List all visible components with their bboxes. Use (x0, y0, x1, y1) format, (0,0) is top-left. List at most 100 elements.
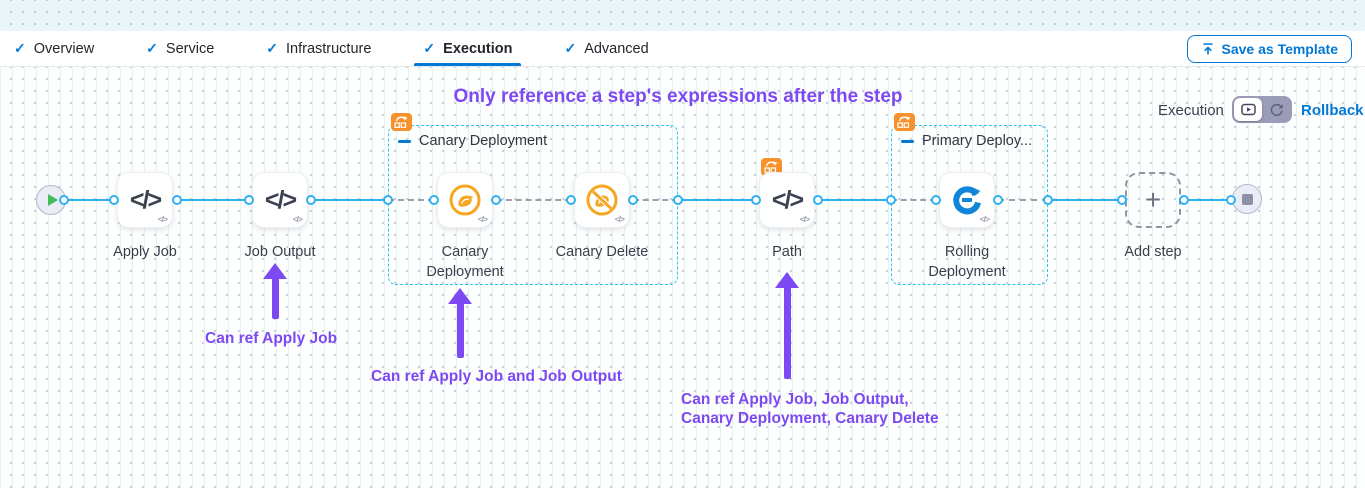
pipeline-start-node (36, 185, 66, 215)
step-label-canary-deployment: Canary Deployment (426, 244, 504, 280)
add-step-button[interactable]: + (1125, 172, 1181, 228)
step-group-canary-deployment[interactable] (388, 125, 678, 285)
connector-port (1226, 195, 1236, 205)
mini-code-icon: </> (979, 214, 990, 224)
connector-line-dashed (388, 199, 434, 201)
code-icon: </> (264, 185, 297, 214)
tab-label: Advanced (584, 40, 649, 57)
connector-line-dashed (496, 199, 571, 201)
canary-delete-icon (586, 184, 618, 216)
annotation-note-3-line-2: Canary Deployment, Canary Delete (681, 410, 939, 427)
step-label-rolling-deployment: Rolling Deployment (928, 244, 1006, 280)
step-card-canary-delete[interactable]: </> (574, 172, 630, 228)
connector-port (1179, 195, 1189, 205)
execution-mode-button[interactable] (1234, 98, 1262, 121)
step-card-canary-deployment[interactable]: </> (437, 172, 493, 228)
check-icon: ✓ (266, 40, 278, 56)
annotation-note-1: Can ref Apply Job (205, 330, 338, 347)
tab-service[interactable]: ✓ Service (146, 31, 214, 66)
mini-code-icon: </> (157, 214, 168, 224)
connector-port (1043, 195, 1053, 205)
rollback-mode-icon (1270, 103, 1283, 116)
rollback-steps-badge-icon (894, 113, 915, 131)
rolling-deployment-icon (953, 186, 981, 215)
connector-line (818, 199, 891, 201)
arrow-head (775, 272, 799, 288)
group-label: Canary Deployment (419, 133, 548, 149)
check-icon: ✓ (14, 40, 26, 56)
connector-line (311, 199, 388, 201)
add-step-label: Add step (1124, 244, 1182, 260)
annotation-note-3: Can ref Apply Job, Job Output, Canary De… (681, 390, 939, 428)
connector-port (1117, 195, 1127, 205)
tab-infrastructure[interactable]: ✓ Infrastructure (266, 31, 371, 66)
plus-icon: + (1144, 184, 1162, 215)
annotation-note-2: Can ref Apply Job and Job Output (371, 368, 622, 385)
rollback-link[interactable]: Rollback (1301, 102, 1364, 119)
connector-port (244, 195, 254, 205)
save-as-template-button[interactable]: Save as Template (1186, 34, 1352, 63)
tab-label: Execution (443, 40, 513, 57)
arrow-shaft (456, 304, 464, 358)
step-card-apply-job[interactable]: </> </> (117, 172, 173, 228)
code-icon: </> (771, 185, 804, 214)
connector-line-dashed (891, 199, 936, 201)
execution-rollback-toggle[interactable] (1232, 96, 1292, 123)
connector-line (177, 199, 249, 201)
connector-port (886, 195, 896, 205)
connector-line (678, 199, 756, 201)
check-icon: ✓ (423, 40, 436, 56)
arrow-shaft (271, 279, 279, 319)
connector-port (813, 195, 823, 205)
tab-advanced[interactable]: ✓ Advanced (564, 31, 648, 66)
pipeline-end-node (1232, 184, 1262, 214)
mini-code-icon: </> (799, 214, 810, 224)
tab-overview[interactable]: ✓ Overview (14, 31, 94, 66)
connector-port (109, 195, 119, 205)
tab-label: Infrastructure (286, 40, 372, 57)
connector-port (172, 195, 182, 205)
tab-execution[interactable]: ✓ Execution (414, 31, 522, 66)
check-icon: ✓ (564, 40, 577, 56)
pipeline-canvas[interactable]: Only reference a step's expressions afte… (0, 67, 1365, 488)
step-card-job-output[interactable]: </> </> (252, 172, 308, 228)
group-header-canary-deployment[interactable]: Canary Deployment (398, 133, 547, 149)
connector-port (383, 195, 393, 205)
connector-port (59, 195, 69, 205)
execution-mode-icon (1240, 103, 1256, 116)
connector-port (491, 195, 501, 205)
mini-code-icon: </> (477, 214, 488, 224)
rollback-steps-badge-icon (391, 113, 412, 131)
connector-line (1184, 199, 1231, 201)
execution-mode-label: Execution (1158, 102, 1224, 119)
arrow-shaft (783, 288, 791, 379)
stage-tab-bar: ✓ Overview ✓ Service ✓ Infrastructure ✓ … (0, 31, 1365, 67)
connector-line (1048, 199, 1122, 201)
step-label-job-output: Job Output (244, 244, 316, 260)
annotation-arrow-up-icon (263, 263, 287, 319)
collapse-icon[interactable] (901, 139, 914, 143)
annotation-arrow-up-icon (448, 288, 472, 358)
stop-icon (1241, 193, 1253, 205)
collapse-icon[interactable] (398, 139, 411, 143)
group-header-primary-deployment[interactable]: Primary Deploy... (901, 133, 1032, 149)
check-icon: ✓ (146, 40, 158, 56)
save-as-template-label: Save as Template (1221, 40, 1338, 57)
connector-port (566, 195, 576, 205)
canvas-top-strip (0, 0, 1365, 31)
arrow-head (263, 263, 287, 279)
play-icon (47, 194, 58, 206)
step-label-canary-delete: Canary Delete (555, 244, 649, 260)
mini-code-icon: </> (614, 214, 625, 224)
annotation-note-3-line-1: Can ref Apply Job, Job Output, (681, 391, 909, 408)
rollback-mode-button[interactable] (1262, 98, 1290, 121)
step-card-path[interactable]: </> </> (759, 172, 815, 228)
connector-line (64, 199, 114, 201)
canary-icon (449, 184, 481, 216)
step-card-rolling-deployment[interactable]: </> (939, 172, 995, 228)
code-icon: </> (129, 185, 162, 214)
step-label-apply-job: Apply Job (113, 244, 177, 260)
annotation-arrow-up-icon (775, 272, 799, 379)
step-group-primary-deployment[interactable] (891, 125, 1048, 285)
tab-label: Service (165, 40, 215, 57)
